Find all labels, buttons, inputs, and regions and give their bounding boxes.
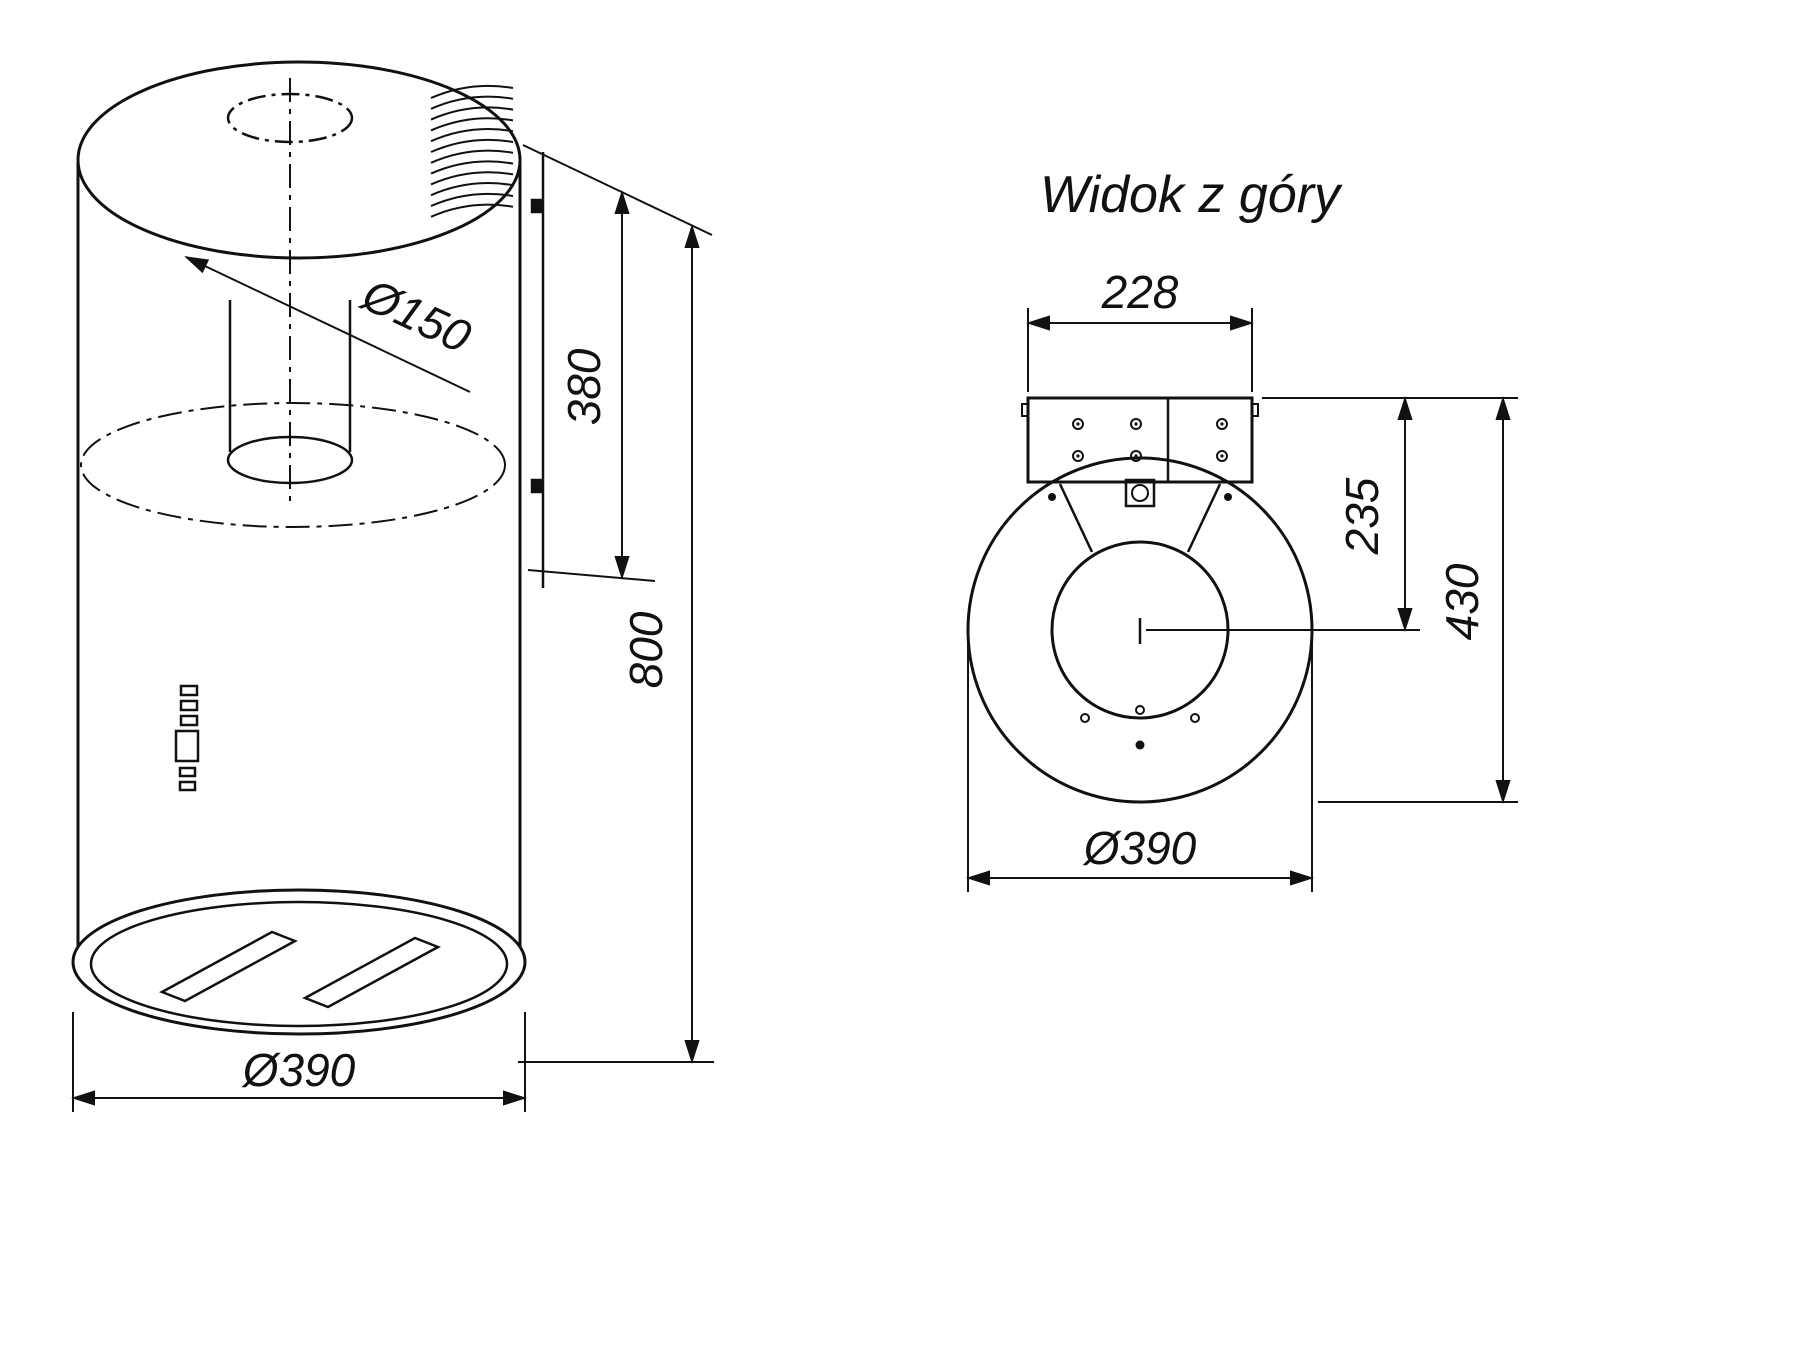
duct-pipe <box>226 300 354 485</box>
bottom-panel <box>71 888 527 1036</box>
top-view <box>966 308 1518 892</box>
mounting-bracket <box>1021 396 1259 484</box>
dim-body-diameter-top-label: Ø390 <box>1082 822 1197 874</box>
dim-total-depth-label: 430 <box>1436 563 1488 640</box>
dim-body-diameter-side-label: Ø390 <box>241 1044 356 1096</box>
dim-bracket-width <box>1026 308 1254 392</box>
dim-upper-height-label: 380 <box>558 348 610 425</box>
dim-bracket-width-label: 228 <box>1101 266 1179 318</box>
dim-body-diameter-top <box>966 640 1314 892</box>
bracket-screws <box>1072 418 1228 462</box>
dim-wall-to-center <box>1146 396 1420 632</box>
hood-cylinder <box>76 60 522 947</box>
grille-louvers <box>430 84 514 218</box>
duct-hole-top <box>226 92 354 144</box>
filter-slot <box>159 930 298 1003</box>
dim-duct-diameter <box>184 256 471 393</box>
screw <box>530 478 544 494</box>
panel-holes <box>1048 493 1232 750</box>
top-view-title: Widok z góry <box>1040 166 1343 224</box>
filter-slot <box>302 936 441 1009</box>
body-section-dashed <box>80 402 506 528</box>
dim-upper-height <box>522 144 713 582</box>
dim-wall-to-center-label: 235 <box>1336 477 1388 555</box>
dim-total-height <box>518 224 714 1064</box>
mounting-panel <box>530 152 545 588</box>
dim-total-height-label: 800 <box>620 611 672 688</box>
dim-total-depth <box>1262 396 1518 804</box>
screw <box>530 198 544 214</box>
side-view <box>71 60 714 1112</box>
duct-clamp <box>1124 478 1156 508</box>
dim-duct-diameter-label: Ø150 <box>353 267 479 363</box>
control-panel <box>174 684 200 792</box>
dim-body-diameter-side <box>71 1012 527 1112</box>
